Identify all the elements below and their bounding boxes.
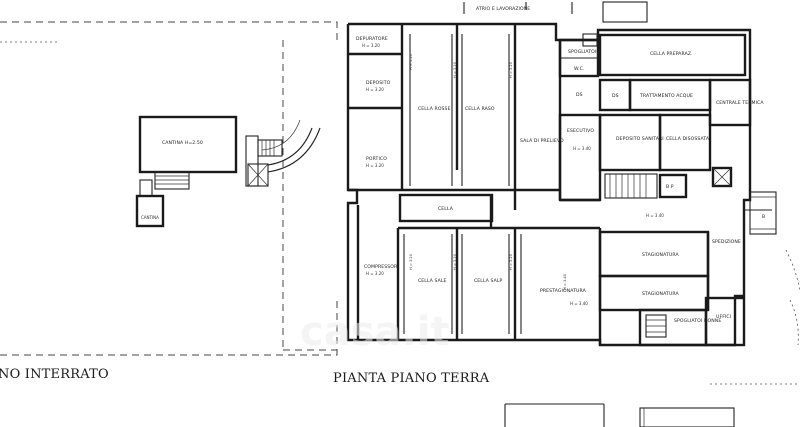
room-cella-salp: CELLA SALP — [474, 278, 503, 284]
height-vert-5: H = 3.20 — [453, 253, 457, 270]
height-portico: H = 3.20 — [366, 163, 384, 168]
room-cella-preparazione: CELLA PREPARAZ. — [650, 51, 693, 57]
height-vert-1: H = 3.20 — [409, 53, 413, 70]
height-vert-7: H = 3.40 — [563, 273, 567, 290]
room-depuratore: DEPURATORE — [356, 36, 388, 42]
room-cella-rosse: CELLA ROSSE — [418, 106, 451, 112]
height-vert-2: H = 3.20 — [453, 61, 457, 78]
ground-floor-caption: PIANTA PIANO TERRA — [333, 371, 490, 386]
height-vert-6: H = 3.20 — [509, 253, 513, 270]
basement-plan: CANTINA H=2.50 CANTINA — [0, 21, 338, 356]
room-bp: B P — [666, 184, 674, 190]
watermark: casa.it — [300, 309, 450, 355]
height-prestagionatura: H = 3.40 — [570, 301, 588, 306]
room-labels: ATRIO E LAVORAZIONE DEPURATORE H = 3.20 … — [356, 6, 765, 324]
room-cella: CELLA — [438, 206, 454, 212]
room-b: B — [762, 214, 765, 220]
height-corridor: H = 3.40 — [646, 213, 664, 218]
height-esecutivo: H = 3.40 — [573, 146, 591, 151]
room-deposito: DEPOSITO — [366, 80, 391, 86]
room-stagionatura-1: STAGIONATURA — [642, 252, 679, 258]
room-compressori: COMPRESSORI — [364, 264, 399, 270]
height-deposito: H = 3.20 — [366, 87, 384, 92]
room-deposito-sanitari: DEPOSITO SANITARI — [616, 136, 664, 142]
height-vert-3: H = 3.20 — [509, 61, 513, 78]
height-depuratore: H = 3.20 — [362, 43, 380, 48]
room-spogliatoio: SPOGLIATOIO — [568, 49, 600, 55]
room-portico: PORTICO — [366, 156, 387, 162]
room-prestagionatura: PRESTAGIONATURA — [540, 288, 587, 294]
cantina-label: CANTINA H=2.50 — [162, 140, 203, 146]
room-stagionatura-2: STAGIONATURA — [642, 291, 679, 297]
room-cella-sale: CELLA SALE — [418, 278, 447, 284]
basement-caption: NO INTERRATO — [0, 367, 109, 382]
room-cella-disossata: CELLA DISOSSATA — [666, 136, 710, 142]
room-sala-prelievo: SALA DI PRELIEVO — [520, 138, 564, 144]
room-wc: W.C. — [574, 66, 585, 72]
top-label: ATRIO E LAVORAZIONE — [476, 6, 530, 12]
room-centrale-termica: CENTRALE TERMICA — [716, 100, 764, 106]
cantina-small-label: CANTINA — [141, 215, 159, 220]
room-ds: DS — [576, 92, 583, 98]
height-compressori: H = 3.20 — [366, 271, 384, 276]
lower-plan-fragments — [504, 383, 800, 427]
room-ds2: DS — [612, 93, 619, 99]
room-spogliatoi-donne: SPOGLIATOI DONNE — [674, 318, 721, 324]
height-vert-4: H = 3.20 — [409, 253, 413, 270]
room-esecutivo: ESECUTIVO — [567, 128, 594, 134]
room-uffici: UFFICI — [716, 314, 731, 320]
ground-floor-walls — [346, 1, 800, 347]
room-spedizione: SPEDIZIONE — [712, 239, 741, 245]
room-trattamento: TRATTAMENTO ACQUE — [639, 93, 693, 99]
room-cella-raso: CELLA RASO — [465, 106, 495, 112]
